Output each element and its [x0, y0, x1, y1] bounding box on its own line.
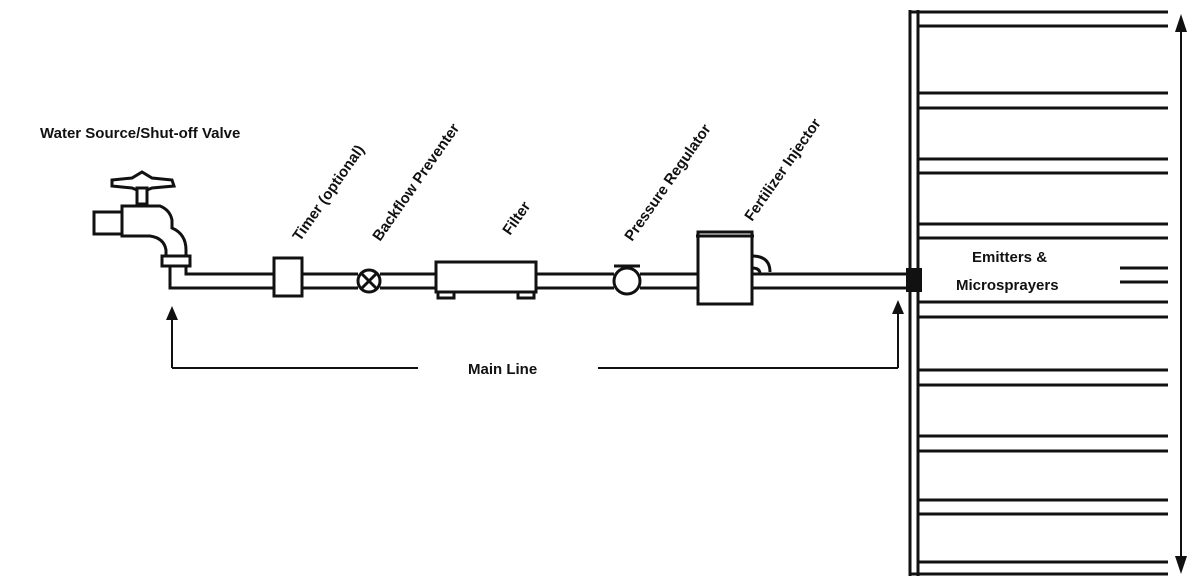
main-line-label: Main Line: [468, 361, 537, 378]
pressure-regulator-icon: [612, 264, 642, 296]
main-pipe: [168, 266, 910, 290]
emitter-plugs: [906, 268, 922, 292]
backflow-label: Backflow Preventer: [369, 120, 463, 244]
emitter-field: [908, 10, 1168, 576]
faucet-icon: [92, 170, 192, 268]
fertilizer-label: Fertilizer Injector: [741, 115, 824, 224]
pressure-label: Pressure Regulator: [621, 121, 714, 244]
emitters-label-line1: Emitters &: [972, 249, 1047, 266]
backflow-valve-icon: [356, 268, 382, 294]
fertilizer-injector-icon: [696, 230, 772, 306]
field-extent-arrow: [1175, 14, 1187, 574]
filter-label: Filter: [499, 198, 534, 238]
timer-box: [272, 256, 304, 298]
filter-box: [434, 260, 538, 300]
main-line-arrowheads: [166, 300, 904, 320]
timer-label: Timer (optional): [289, 142, 368, 244]
main-line-bracket: [171, 312, 899, 369]
emitters-label-line2: Microsprayers: [956, 277, 1059, 294]
water-source-label: Water Source/Shut-off Valve: [40, 125, 240, 142]
